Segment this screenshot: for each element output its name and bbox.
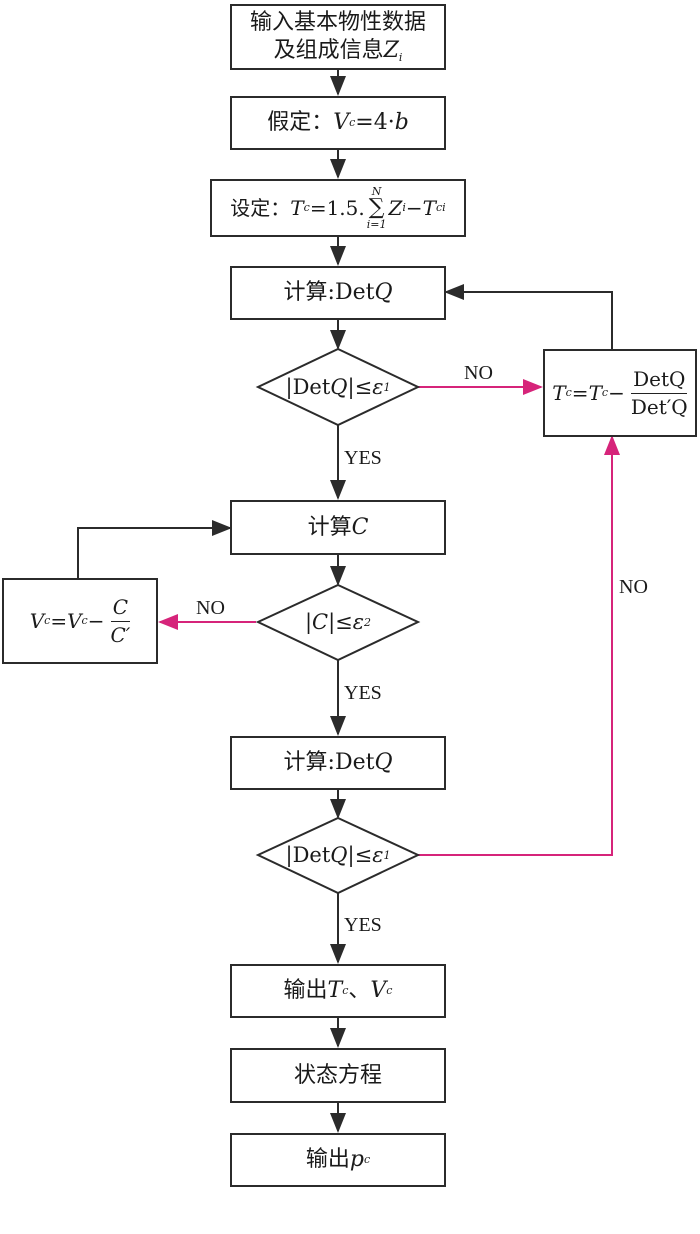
fraction-c: C C′ [110,594,131,647]
input-data-line1: 输入基本物性数据 [249,10,426,36]
decision-diamond-1 [255,347,421,427]
arrow-updatet-calc1 [444,284,613,349]
label-no-1: NO [464,362,493,384]
var-v: V [333,110,350,136]
label-yes-3: YES [344,914,382,936]
decision-diamond-2 [255,583,421,662]
arrow-no-diamond3-updatet [418,435,620,856]
input-data-line2: 及组成信息 [273,37,384,63]
equation-of-state-box: 状态方程 [230,1048,446,1103]
label-yes-1: YES [344,447,382,469]
fraction-detq: DetQ Det′Q [630,366,688,419]
var-z: Z [383,37,399,63]
label-no-3: NO [619,576,648,598]
label-yes-2: YES [344,682,382,704]
label-no-2: NO [196,597,225,619]
var-z-sub: i [398,50,403,64]
arrow-updatev-calcc [77,520,232,578]
summation: N ∑ i=1 [366,185,387,231]
input-data-box: 输入基本物性数据 及组成信息Zi [230,4,446,70]
assume-label: 假定： [267,110,334,136]
decision-diamond-3 [255,816,421,895]
set-label: 设定： [230,195,291,220]
